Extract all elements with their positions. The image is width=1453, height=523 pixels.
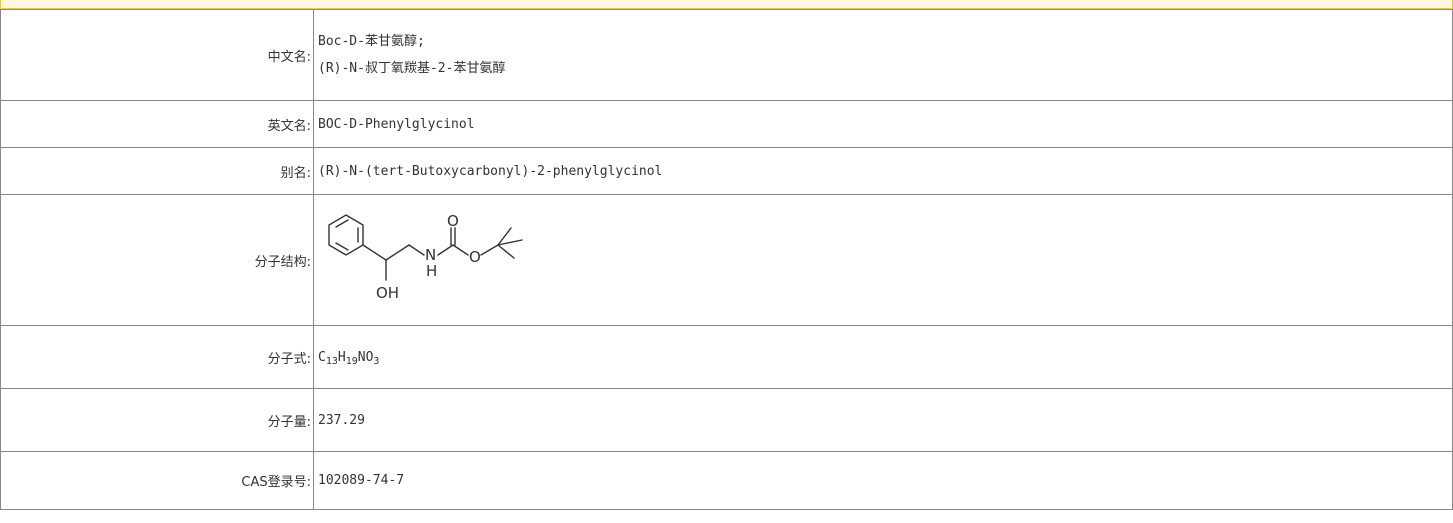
bond-o-to-tbutyl: [480, 244, 499, 256]
chinese-name-line-1: Boc-D-苯甘氨醇;: [318, 34, 425, 49]
row-chinese-name: 中文名: Boc-D-苯甘氨醇; (R)-N-叔丁氧羰基-2-苯甘氨醇: [0, 9, 1453, 101]
formula-element-o: O: [365, 349, 374, 365]
atom-hydroxyl: OH: [376, 284, 399, 302]
atom-oxygen-ester: O: [469, 248, 481, 266]
bond-ch2-to-n: [408, 244, 425, 256]
english-name-value: BOC-D-Phenylglycinol: [313, 100, 1453, 148]
atom-oxygen-carbonyl: O: [447, 212, 459, 230]
formula-value: C13H19NO3: [313, 325, 1453, 389]
row-formula: 分子式: C13H19NO3: [0, 325, 1453, 389]
bond-ring-to-ch: [362, 244, 387, 261]
alias-value: (R)-N-(tert-Butoxycarbonyl)-2-phenylglyc…: [313, 147, 1453, 195]
tbutyl-methyl-1: [497, 227, 512, 246]
cas-value: 102089-74-7: [313, 451, 1453, 510]
row-molecular-weight: 分子量: 237.29: [0, 388, 1453, 452]
atom-nitrogen: N: [425, 246, 436, 264]
tbutyl-methyl-3: [497, 244, 515, 259]
english-name-label: 英文名:: [0, 100, 314, 148]
structure-label: 分子结构:: [0, 194, 314, 326]
formula-element-h: H: [337, 349, 346, 365]
molecular-weight-value: 237.29: [313, 388, 1453, 452]
benzene-ring: [328, 214, 364, 256]
ring-double-bond-3: [335, 242, 349, 251]
formula-element-n: N: [357, 349, 366, 365]
bond-carbonyl-to-o: [452, 244, 469, 256]
chinese-name-label: 中文名:: [0, 9, 314, 101]
formula-sub-o: 3: [373, 355, 380, 367]
formula-label: 分子式:: [0, 325, 314, 389]
chinese-name-line-2: (R)-N-叔丁氧羰基-2-苯甘氨醇: [318, 61, 506, 76]
row-cas: CAS登录号: 102089-74-7: [0, 451, 1453, 510]
cas-label: CAS登录号:: [0, 451, 314, 510]
chinese-name-value: Boc-D-苯甘氨醇; (R)-N-叔丁氧羰基-2-苯甘氨醇: [313, 9, 1453, 101]
structure-cell: O N H O OH: [313, 194, 1453, 326]
formula-sub-h: 19: [345, 355, 358, 367]
formula-element-c: C: [318, 349, 326, 365]
row-structure: 分子结构:: [0, 194, 1453, 326]
top-header-bar: [0, 0, 1453, 9]
formula-sub-c: 13: [325, 355, 338, 367]
molecular-weight-label: 分子量:: [0, 388, 314, 452]
tbutyl-methyl-2: [497, 239, 523, 246]
bond-ch-to-ch2: [385, 244, 410, 261]
compound-properties-table: 中文名: Boc-D-苯甘氨醇; (R)-N-叔丁氧羰基-2-苯甘氨醇 英文名:…: [0, 9, 1453, 510]
ring-double-bond-1: [335, 219, 349, 228]
row-english-name: 英文名: BOC-D-Phenylglycinol: [0, 100, 1453, 148]
molecular-structure-image: O N H O OH: [328, 212, 523, 302]
bond-n-to-carbonyl: [437, 244, 454, 256]
atom-nitrogen-hydrogen: H: [426, 262, 437, 280]
alias-label: 别名:: [0, 147, 314, 195]
row-alias: 别名: (R)-N-(tert-Butoxycarbonyl)-2-phenyl…: [0, 147, 1453, 195]
